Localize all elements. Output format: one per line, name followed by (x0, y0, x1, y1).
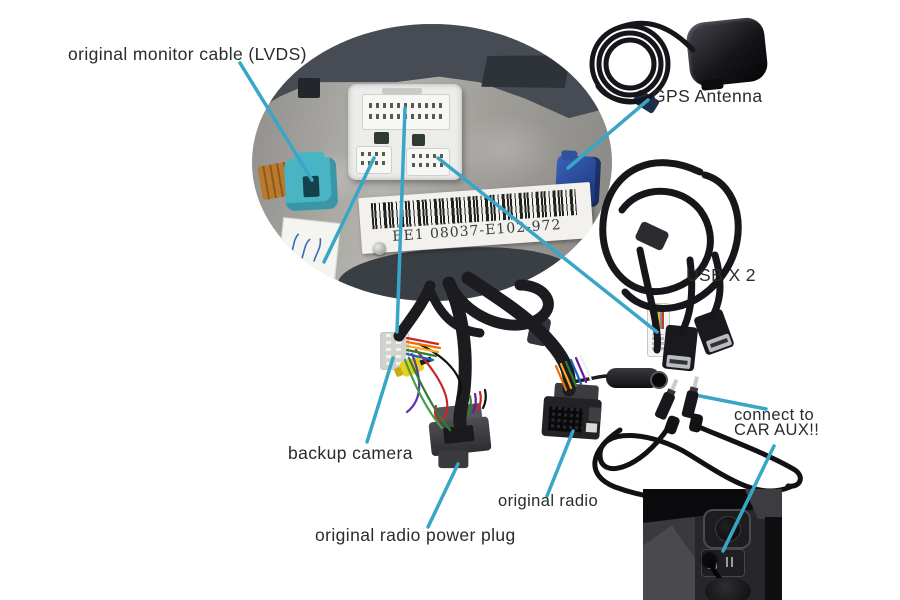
rotary-knob (705, 577, 751, 600)
annotation-line-backup-camera (365, 356, 395, 444)
handwritten-sticker (277, 217, 341, 283)
rca-cable (419, 356, 433, 366)
label-backup-camera: backup camera (288, 443, 413, 463)
lvds-connector (283, 151, 339, 212)
quadlock-pin-field (547, 406, 584, 433)
lvds-socket-hole (302, 175, 320, 198)
label-radio-power-plug: original radio power plug (315, 525, 516, 545)
annotation-line-power-plug (426, 462, 460, 529)
label-usb: USB X 2 (686, 265, 756, 285)
aux-plug-2 (679, 375, 705, 420)
aux-strain-relief (688, 412, 704, 434)
pin-row (412, 163, 444, 167)
usb-port-2 (693, 308, 735, 356)
pin-row (369, 114, 443, 119)
aux-inset-photo (643, 489, 782, 600)
main-harness-port (362, 94, 450, 130)
usb-port-icon (726, 557, 736, 567)
pin-row (361, 152, 387, 156)
connector-plate (348, 84, 462, 180)
plate-cutout (412, 134, 425, 146)
power-plug-slot (443, 424, 475, 444)
usb-header-wires (652, 309, 664, 329)
aux-jack-opening (650, 371, 668, 389)
quadlock-sticker (585, 422, 598, 433)
label-monitor-cable: original monitor cable (LVDS) (68, 44, 307, 64)
quadlock-notch (588, 407, 602, 422)
pin-row (369, 103, 443, 108)
label-gps-antenna: GPS Antenna (652, 86, 763, 106)
dash-bar (298, 78, 320, 98)
usb-header-holes (652, 334, 664, 350)
label-original-radio: original radio (498, 492, 599, 510)
gps-antenna-puck (684, 16, 770, 91)
quadlock-connector (541, 382, 607, 444)
usb-cable-tie (634, 220, 670, 252)
usb-port-right (406, 148, 450, 176)
aux-port-left (356, 146, 392, 174)
monitor-rear-photo: EE1 08037-E102-972 (252, 24, 612, 301)
lvds-tab (294, 151, 325, 165)
pin-row (361, 161, 387, 165)
screw (373, 242, 386, 255)
harness-cable-tie (526, 315, 552, 347)
handwriting-scribble (286, 233, 322, 267)
radio-power-plug-connector (427, 402, 499, 471)
inset-right-edge (765, 517, 782, 600)
label-car-aux-line1: connect to (734, 406, 815, 424)
plate-slot (382, 88, 422, 94)
gps-connector-tab (561, 150, 578, 161)
pin-row (412, 154, 444, 158)
usb-port-1 (661, 324, 699, 372)
label-car-aux: connect to CAR AUX!! (734, 406, 820, 439)
aux-female-jack (606, 368, 668, 389)
label-car-aux-line2: CAR AUX!! (734, 421, 820, 439)
plate-cutout (374, 132, 389, 144)
power-plug-foot (438, 450, 469, 469)
